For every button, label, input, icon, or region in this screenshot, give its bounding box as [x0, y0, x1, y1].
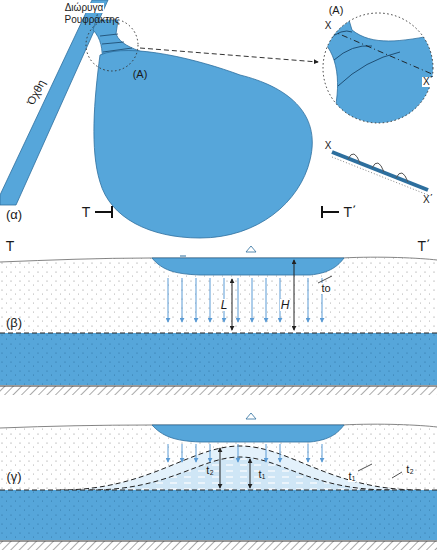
seepage-arrow [266, 444, 267, 462]
detail-circle [86, 19, 138, 71]
seepage-arrow [168, 278, 169, 322]
canal-label: Διώρυγα [64, 3, 105, 13]
time-label: t₂ [205, 465, 214, 476]
time-label: t₁ [348, 471, 357, 482]
seepage-arrow [182, 444, 183, 462]
detail-label: (A) [328, 5, 345, 16]
detail-label: (A) [132, 69, 149, 80]
dimension-label: L [220, 299, 229, 311]
detail-circle [323, 13, 433, 123]
section-end: X [324, 141, 333, 151]
section-before [0, 246, 437, 395]
time-label: to [320, 283, 331, 294]
seepage-arrow [238, 278, 239, 322]
detail-arrow [140, 48, 318, 62]
seepage-arrows [168, 444, 322, 462]
seepage-arrows [168, 278, 322, 322]
seepage-arrow [210, 278, 211, 322]
detail-view [322, 10, 437, 130]
section-mark-label: T [81, 205, 92, 219]
seepage-arrow [308, 444, 309, 462]
seepage-arrow [210, 444, 211, 462]
plan-view [0, 0, 437, 238]
check-dams [100, 34, 132, 52]
section-mark-label: T [5, 239, 16, 253]
panel-label: (β) [5, 316, 23, 329]
seepage-arrow [308, 278, 309, 322]
weir-label: Ρουφράκτης [64, 15, 121, 25]
seepage-arrow [252, 278, 253, 322]
section-end: X΄ [422, 77, 434, 87]
time-label: t₂ [405, 464, 414, 475]
recharge-pond [94, 51, 312, 238]
section-after [0, 413, 437, 550]
dimension-label: H [280, 299, 291, 311]
seepage-arrow [196, 278, 197, 322]
panel-label: (α) [5, 208, 23, 221]
time-label: t₁ [258, 469, 267, 480]
seepage-arrow [280, 444, 281, 462]
seepage-arrow [196, 444, 197, 462]
section-end: X [324, 21, 333, 31]
seepage-arrow [238, 444, 239, 462]
detail-section [332, 152, 428, 195]
river-bank [0, 0, 108, 205]
section-mark [95, 206, 339, 218]
panel-label: (γ) [5, 470, 22, 483]
seepage-arrow [168, 444, 169, 462]
seepage-arrow [322, 444, 323, 462]
section-end: X΄ [422, 195, 434, 205]
seepage-arrow [182, 278, 183, 322]
seepage-arrow [266, 278, 267, 322]
section-mark-label: T΄ [342, 205, 357, 219]
section-mark-label: T΄ [416, 239, 431, 253]
